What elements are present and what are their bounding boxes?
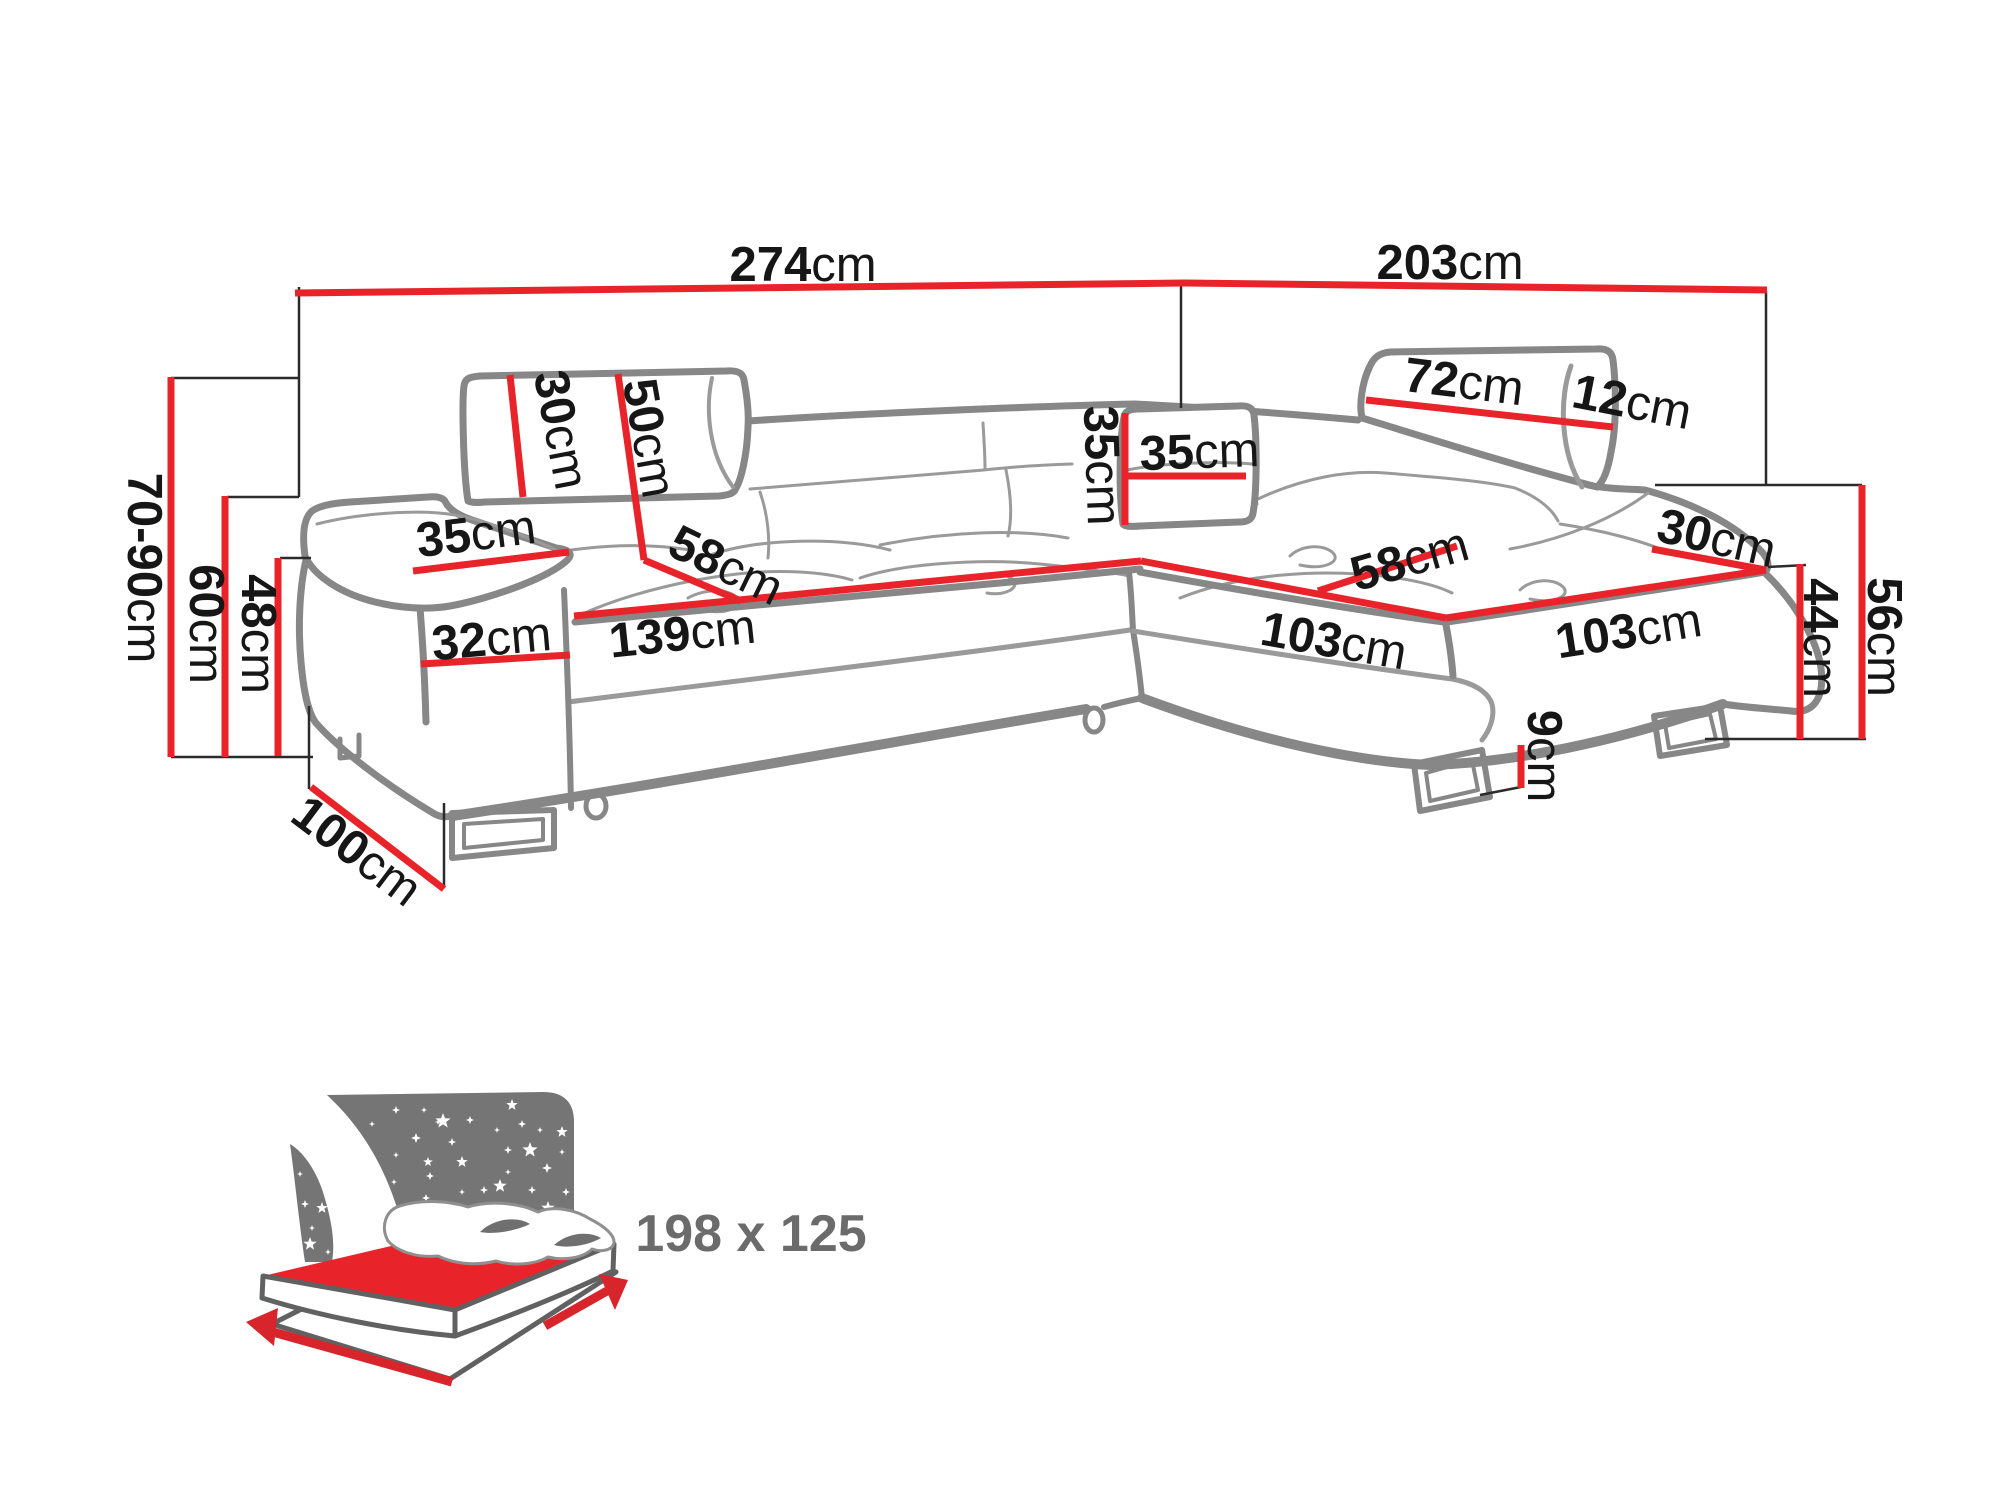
svg-text:70-90cm: 70-90cm — [117, 473, 171, 664]
svg-text:32cm: 32cm — [430, 607, 554, 671]
svg-text:35cm: 35cm — [1139, 423, 1261, 481]
svg-text:203cm: 203cm — [1376, 236, 1523, 290]
svg-text:58cm: 58cm — [1345, 517, 1475, 602]
svg-text:274cm: 274cm — [729, 238, 876, 292]
svg-text:44cm: 44cm — [1793, 578, 1847, 698]
svg-text:9cm: 9cm — [1517, 710, 1571, 803]
svg-text:35cm: 35cm — [1073, 405, 1131, 527]
svg-text:48cm: 48cm — [231, 574, 285, 694]
svg-text:30cm: 30cm — [1652, 499, 1781, 579]
svg-text:100cm: 100cm — [282, 785, 432, 917]
svg-text:198 x 125: 198 x 125 — [635, 1205, 866, 1263]
svg-text:56cm: 56cm — [1857, 577, 1911, 697]
svg-text:60cm: 60cm — [179, 564, 233, 684]
